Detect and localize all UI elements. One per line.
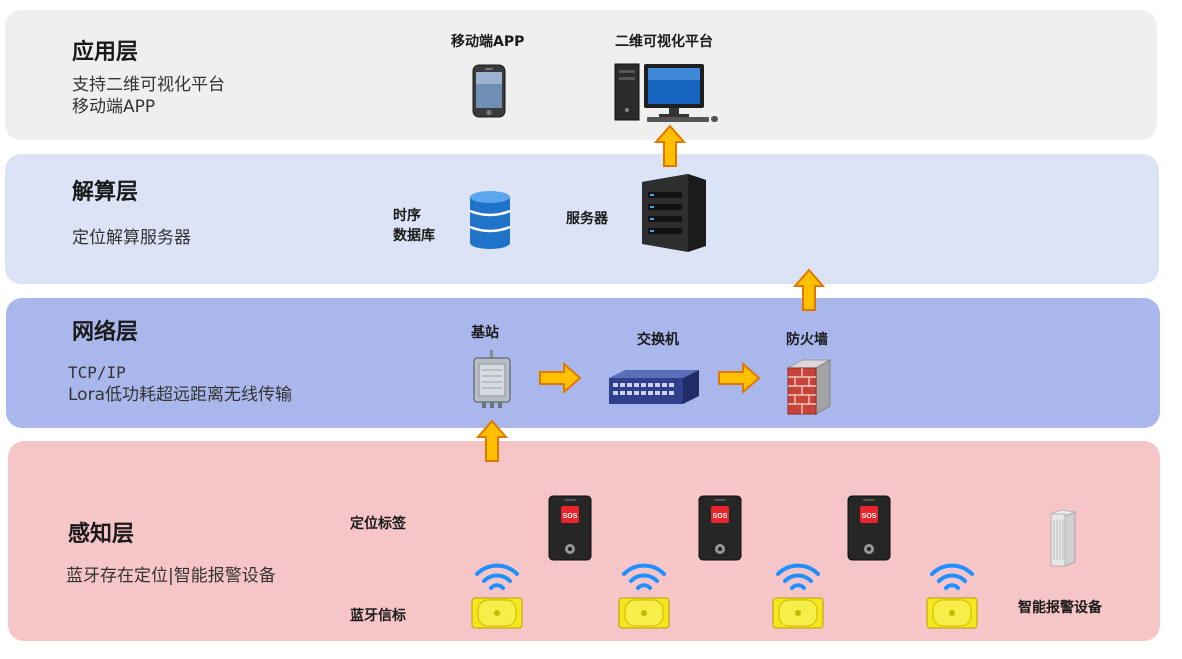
flow-arrow-up-icon: [654, 124, 686, 168]
mobile-app-label: 移动端APP: [451, 34, 525, 50]
compute-layer-title: 解算层: [72, 180, 139, 205]
timeseries-database-label: 时序 数据库: [393, 208, 435, 244]
compute-layer-band: [5, 154, 1159, 284]
flow-arrow-up-icon: [476, 419, 508, 463]
sos-text: SOS: [862, 513, 877, 520]
bluetooth-beacon-label: 蓝牙信标: [350, 608, 406, 624]
smartphone-icon: [472, 64, 506, 118]
network-switch-icon: [607, 368, 701, 408]
flow-arrow-up-icon: [793, 268, 825, 312]
positioning-tag-label: 定位标签: [350, 516, 406, 532]
bluetooth-beacon-icon: [617, 560, 671, 634]
server-rack-icon: [640, 172, 708, 254]
bluetooth-beacon-icon: [925, 560, 979, 634]
visualization-platform-label: 二维可视化平台: [615, 34, 713, 50]
flow-arrow-right-icon: [717, 362, 761, 394]
base-station-icon: [470, 350, 514, 410]
bluetooth-beacon-icon: [771, 560, 825, 634]
network-layer-band: [6, 298, 1160, 428]
network-layer-title: 网络层: [72, 320, 139, 345]
positioning-tag-icon: SOS: [548, 495, 592, 561]
switch-label: 交换机: [637, 332, 679, 348]
positioning-tag-icon: SOS: [847, 495, 891, 561]
firewall-label: 防火墙: [786, 332, 828, 348]
smart-alarm-device-icon: [1047, 508, 1077, 568]
application-layer-band: [5, 10, 1157, 140]
firewall-icon: [786, 358, 832, 416]
flow-arrow-right-icon: [538, 362, 582, 394]
compute-layer-description: 定位解算服务器: [72, 228, 191, 248]
application-layer-description: 支持二维可视化平台 移动端APP: [72, 75, 225, 117]
perception-layer-description: 蓝牙存在定位|智能报警设备: [66, 566, 276, 586]
database-icon: [468, 189, 512, 251]
sos-text: SOS: [563, 513, 578, 520]
application-layer-title: 应用层: [72, 40, 139, 65]
smart-alarm-device-label: 智能报警设备: [1018, 600, 1102, 616]
base-station-label: 基站: [471, 325, 499, 341]
bluetooth-beacon-icon: [470, 560, 524, 634]
perception-layer-title: 感知层: [68, 522, 135, 547]
server-label: 服务器: [566, 211, 608, 227]
network-layer-description: TCP/IP Lora低功耗超远距离无线传输: [68, 363, 292, 405]
sos-text: SOS: [713, 513, 728, 520]
desktop-computer-icon: [613, 62, 719, 124]
positioning-tag-icon: SOS: [698, 495, 742, 561]
